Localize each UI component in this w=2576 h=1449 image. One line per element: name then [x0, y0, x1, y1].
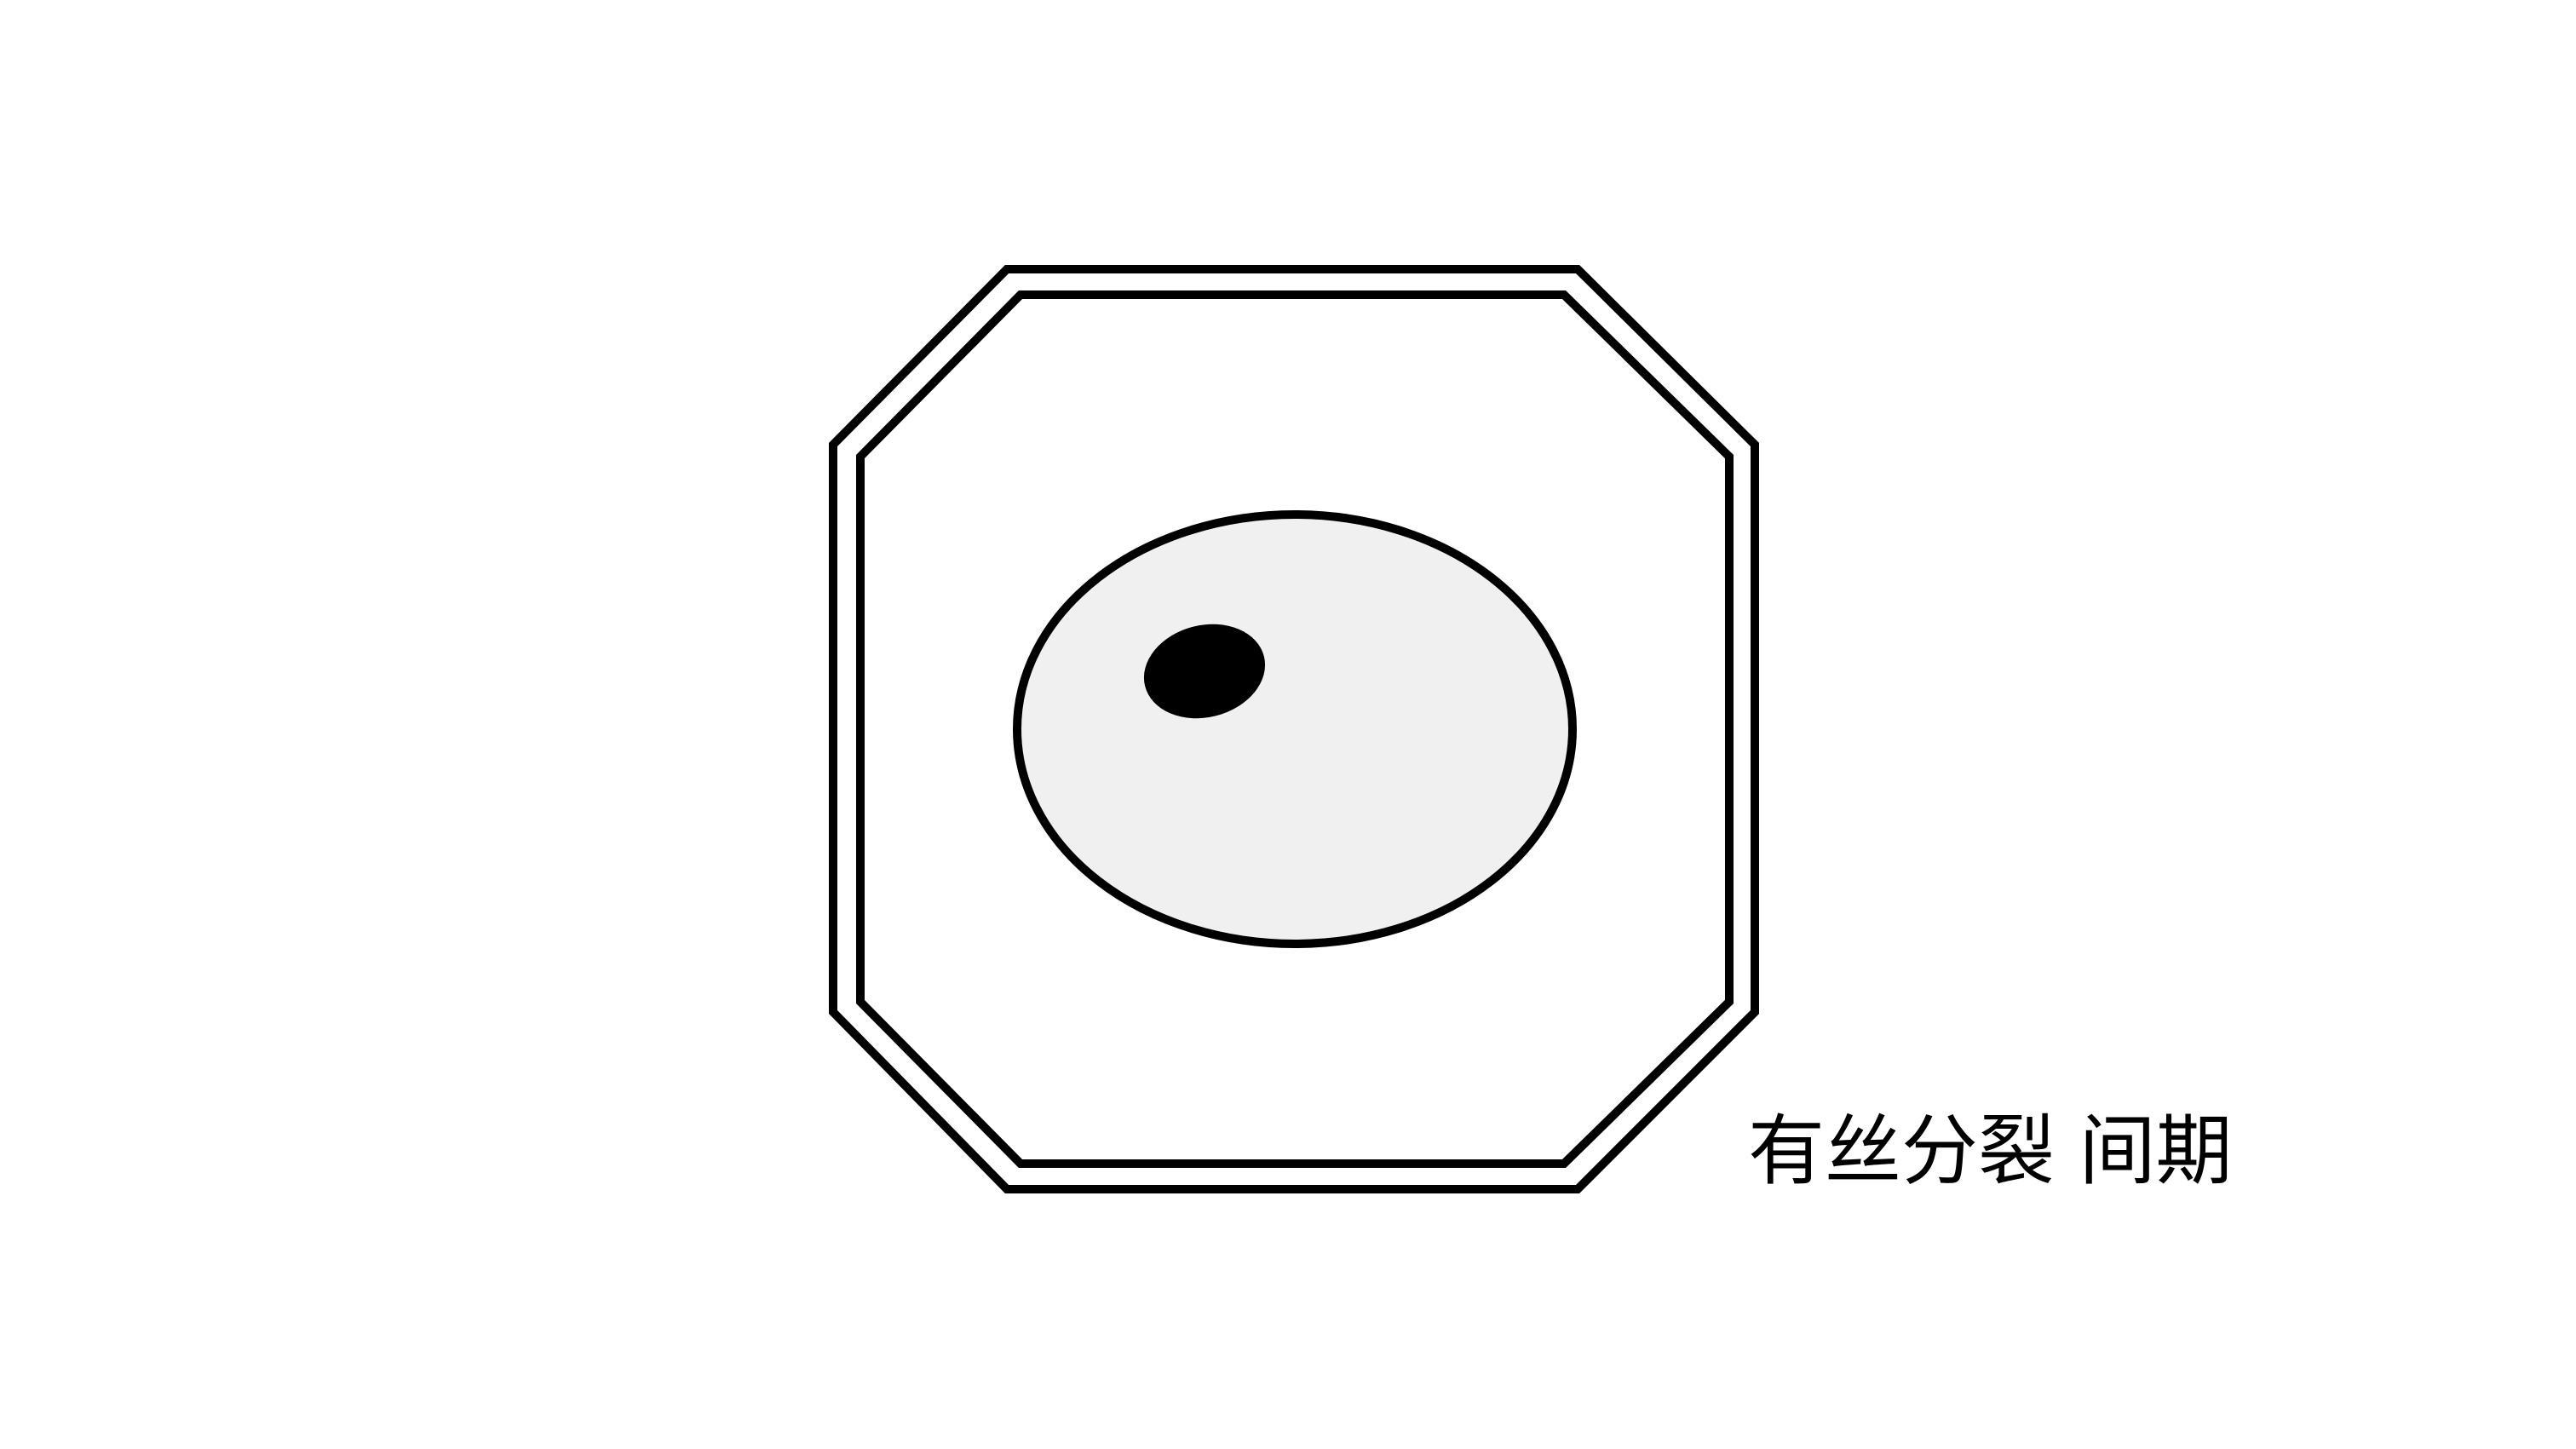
cell-membrane-inner [856, 290, 1734, 1168]
nucleolus [1143, 624, 1266, 719]
nucleus [1013, 510, 1577, 948]
stage-label: 有丝分裂 间期 [1748, 1107, 2233, 1196]
cell-wall-outer [829, 265, 1759, 1193]
